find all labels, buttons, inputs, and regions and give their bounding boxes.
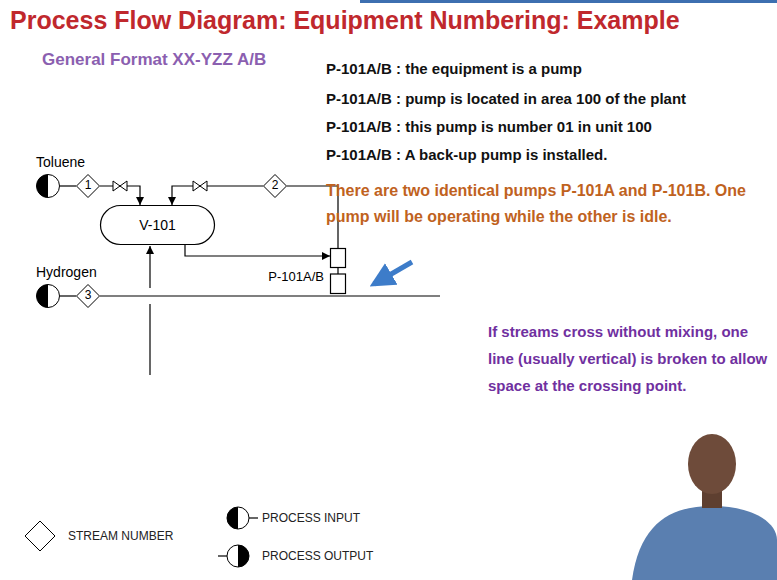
hydrogen-line bbox=[100, 295, 440, 296]
pump-symbol: P-101A/B bbox=[330, 248, 346, 294]
process-stream bbox=[100, 186, 140, 205]
legend-input bbox=[227, 507, 249, 529]
numbering-line: P-101A/B : this pump is number 01 in uni… bbox=[326, 118, 652, 135]
presenter bbox=[688, 434, 736, 494]
node-label: 1 bbox=[85, 179, 92, 193]
legend-input bbox=[249, 517, 258, 518]
legend-text: PROCESS OUTPUT bbox=[262, 549, 373, 563]
legend-output bbox=[227, 545, 249, 567]
slide-title: Process Flow Diagram: Equipment Numberin… bbox=[10, 6, 680, 35]
legend-output bbox=[218, 555, 227, 556]
process-stream bbox=[172, 186, 263, 205]
process-input-outline bbox=[36, 284, 60, 308]
process-stream bbox=[60, 295, 76, 296]
process-stream bbox=[60, 185, 76, 186]
legend-diamond bbox=[25, 521, 55, 551]
crossing-line bbox=[149, 304, 150, 375]
format-note: General Format XX-YZZ A/B bbox=[42, 50, 266, 70]
process-input: Hydrogen bbox=[36, 284, 60, 308]
crossing-note: If streams cross without mixing, one lin… bbox=[488, 318, 770, 399]
equipment-label: Toluene bbox=[36, 154, 85, 170]
process-input-outline bbox=[36, 174, 60, 198]
process-input: Toluene bbox=[36, 174, 60, 198]
equipment-label: P-101A/B bbox=[268, 270, 324, 285]
pump-symbol-outline bbox=[330, 248, 346, 294]
valve-symbol bbox=[113, 181, 127, 191]
top-bar bbox=[360, 0, 777, 3]
pump-note: There are two identical pumps P-101A and… bbox=[326, 178, 746, 230]
node-label: 2 bbox=[272, 179, 279, 193]
valve-symbol bbox=[193, 181, 207, 191]
stream-number: 3 bbox=[76, 284, 100, 308]
legend-output bbox=[238, 545, 249, 567]
pointer-arrow bbox=[374, 262, 412, 284]
process-stream bbox=[185, 245, 330, 256]
node-label: V-101 bbox=[139, 217, 176, 233]
legend-text: PROCESS INPUT bbox=[262, 511, 360, 525]
vessel: V-101 bbox=[100, 205, 215, 245]
equipment-label: Hydrogen bbox=[36, 264, 97, 280]
numbering-line: P-101A/B : the equipment is a pump bbox=[326, 60, 582, 77]
crossing-line bbox=[149, 246, 150, 288]
numbering-line: P-101A/B : A back-up pump is installed. bbox=[326, 146, 607, 163]
legend-text: STREAM NUMBER bbox=[68, 529, 173, 543]
numbering-line: P-101A/B : pump is located in area 100 o… bbox=[326, 90, 686, 107]
stream-number: 1 bbox=[76, 174, 100, 198]
legend-input bbox=[227, 507, 238, 529]
node-label: 3 bbox=[85, 289, 92, 303]
stream-number: 2 bbox=[263, 174, 287, 198]
presenter bbox=[632, 506, 777, 580]
